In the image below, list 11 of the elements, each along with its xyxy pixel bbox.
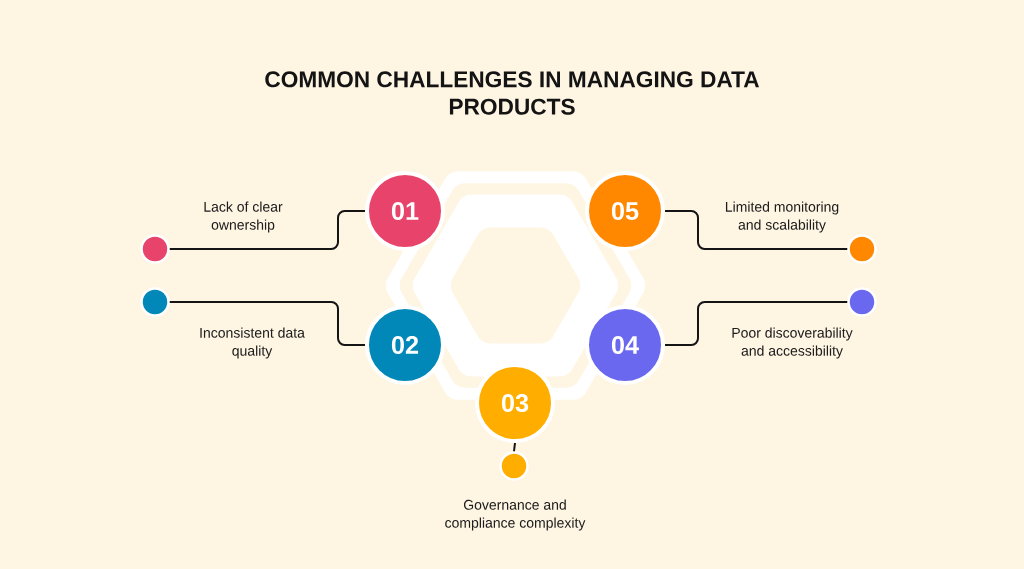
connector-line [168, 301, 366, 346]
connector-line [513, 442, 516, 453]
description-text: Inconsistent data quality [200, 327, 305, 359]
description-text: Governance and compliance complexity [445, 499, 586, 531]
description-text: Lack of clear ownership [204, 201, 283, 233]
title: COMMON CHALLENGES IN MANAGING DATA PRODUCTS [265, 71, 760, 115]
connector-line [168, 210, 366, 250]
connector-line [664, 301, 849, 346]
description-text: Limited monitoring and scalability [725, 201, 839, 233]
connector-line [664, 210, 849, 250]
description-text: Poor discoverability and accessibility [732, 327, 853, 359]
